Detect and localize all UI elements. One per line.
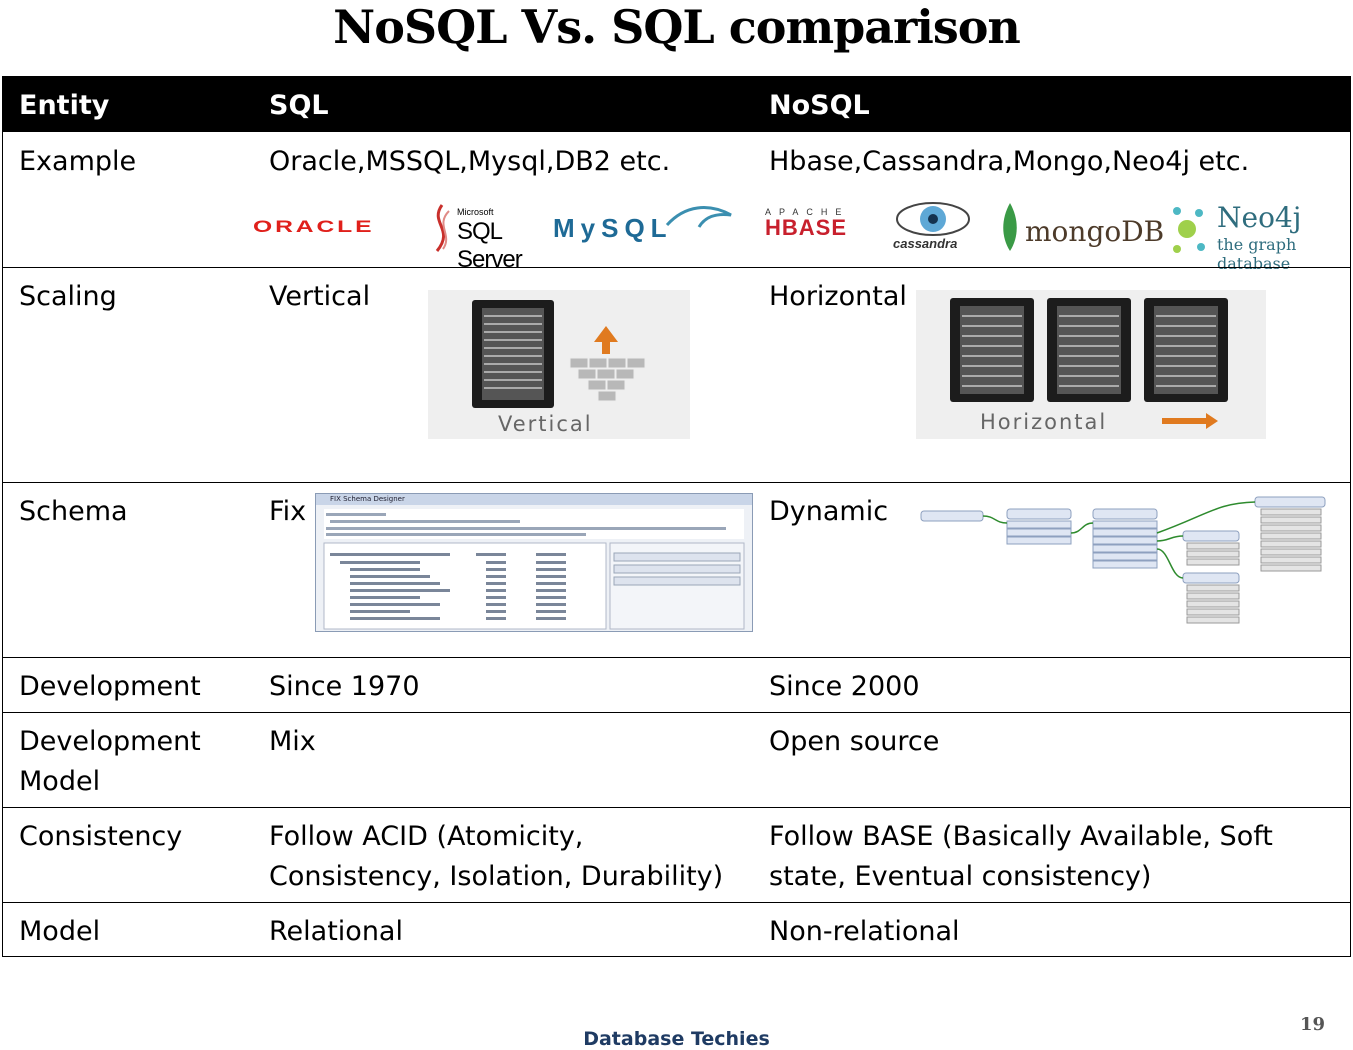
example-entity: Example	[19, 146, 137, 177]
schema-entity: Schema	[19, 496, 128, 527]
sqlserver-microsoft-label: Microsoft	[457, 207, 494, 217]
header-sql: SQL	[269, 90, 329, 121]
scaling-entity: Scaling	[19, 281, 117, 312]
sqlserver-logo: Microsoft SQL Server	[427, 201, 545, 273]
cassandra-label: cassandra	[893, 236, 958, 251]
example-sql: Oracle,MSSQL,Mysql,DB2 etc.	[269, 146, 671, 177]
footer-brand: Database Techies	[583, 1028, 770, 1050]
schema-form-placeholder	[323, 509, 745, 630]
header-entity: Entity	[19, 90, 110, 121]
scaling-sql: Vertical	[269, 281, 371, 312]
vertical-scaling-image: Vertical	[428, 290, 690, 439]
model-entity: Model	[19, 916, 101, 947]
development-entity: Development	[19, 671, 201, 702]
header-nosql: NoSQL	[769, 90, 870, 121]
development-nosql: Since 2000	[769, 671, 920, 702]
consistency-sql-line1: Follow ACID (Atomicity,	[269, 821, 584, 852]
comparison-table: Entity SQL NoSQL Example Oracle,MSSQL,My…	[2, 76, 1351, 957]
sqlserver-swirl-icon	[435, 204, 450, 252]
page-title: NoSQL Vs. SQL comparison	[333, 0, 1021, 54]
hbase-apache-label: APACHE	[765, 207, 850, 217]
neo4j-subtitle: the graph database	[1217, 235, 1297, 273]
dynamic-schema-diagram	[917, 495, 1331, 640]
mysql-logo: MySQL	[553, 201, 743, 251]
cassandra-eye-icon	[896, 202, 970, 236]
mongodb-label: mongoDB	[1025, 215, 1165, 248]
page-number: 19	[1299, 1014, 1325, 1035]
development-model-nosql: Open source	[769, 726, 940, 757]
hbase-logo: APACHE HBASE	[765, 207, 885, 247]
mysql-label: MySQL	[553, 213, 673, 243]
sqlserver-label: SQL Server	[457, 218, 523, 273]
dolphin-icon	[665, 206, 732, 228]
table-header: Entity SQL NoSQL	[3, 77, 1350, 132]
server-racks-icon	[950, 298, 1228, 429]
model-sql: Relational	[269, 916, 403, 947]
example-nosql: Hbase,Cassandra,Mongo,Neo4j etc.	[769, 146, 1250, 177]
schema-nosql: Dynamic	[769, 496, 889, 527]
consistency-nosql-line2: state, Eventual consistency)	[769, 861, 1152, 892]
neo4j-label: Neo4j	[1217, 201, 1302, 234]
server-rack-icon	[472, 300, 646, 408]
consistency-sql-line2: Consistency, Isolation, Durability)	[269, 861, 724, 892]
neo4j-graph-icon	[1173, 207, 1205, 253]
schema-window-titlebar: FIX Schema Designer	[316, 494, 752, 505]
development-model-sql: Mix	[269, 726, 316, 757]
development-model-entity-line2: Model	[19, 766, 101, 797]
schema-sql: Fix	[269, 496, 307, 527]
consistency-entity: Consistency	[19, 821, 183, 852]
scaling-nosql: Horizontal	[769, 281, 907, 312]
development-model-entity-line1: Development	[19, 726, 201, 757]
schema-window-title: FIX Schema Designer	[330, 495, 405, 503]
neo4j-logo: Neo4j the graph database	[1169, 201, 1349, 273]
model-nosql: Non-relational	[769, 916, 960, 947]
horizontal-scaling-image: Horizontal	[916, 290, 1266, 439]
schema-designer-screenshot: FIX Schema Designer	[315, 493, 753, 632]
development-sql: Since 1970	[269, 671, 420, 702]
mongodb-leaf-icon	[1003, 203, 1017, 251]
oracle-logo: ORACLE	[253, 217, 375, 236]
hbase-label: HBASE	[765, 215, 848, 240]
horizontal-caption: Horizontal	[980, 410, 1108, 434]
workflow-diagram-graphic	[920, 496, 1326, 624]
vertical-caption: Vertical	[498, 412, 593, 436]
mongodb-logo: mongoDB	[999, 201, 1164, 255]
consistency-nosql-line1: Follow BASE (Basically Available, Soft	[769, 821, 1273, 852]
cassandra-logo: cassandra	[891, 199, 981, 255]
